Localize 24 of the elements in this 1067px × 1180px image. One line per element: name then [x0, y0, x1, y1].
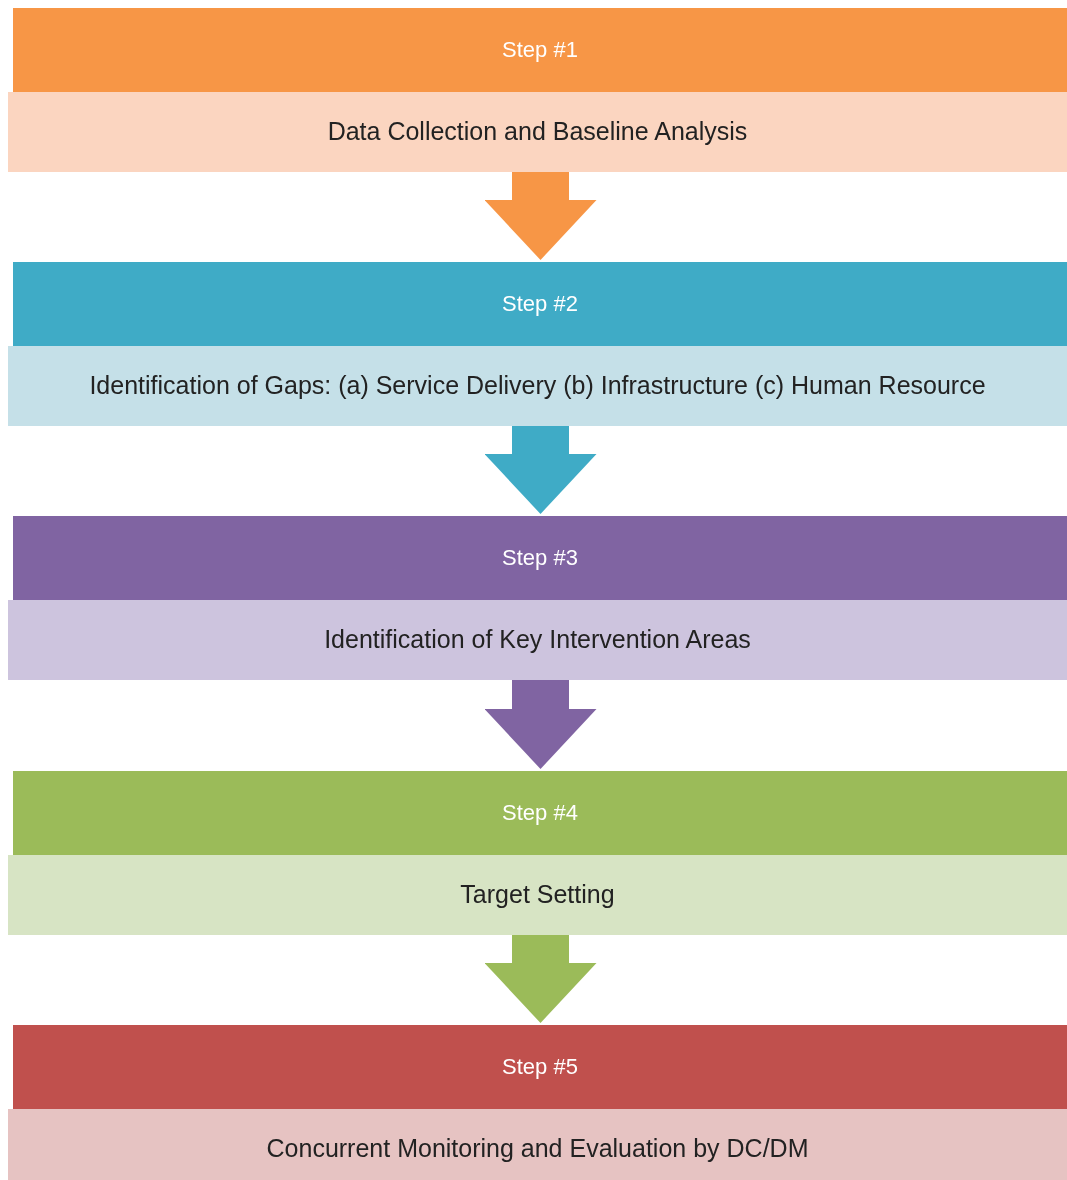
- block-arrow: [484, 172, 597, 260]
- step-header-band: [13, 262, 1067, 346]
- step-header-band: [13, 8, 1067, 92]
- step-number: Step #4: [502, 799, 578, 828]
- step-description: Target Setting: [460, 879, 615, 911]
- block-arrow: [484, 680, 597, 769]
- step-number: Step #3: [502, 544, 578, 573]
- step-description: Identification of Key Intervention Areas: [324, 624, 751, 656]
- block-arrow: [484, 935, 597, 1023]
- block-arrow: [484, 426, 597, 514]
- step-description: Data Collection and Baseline Analysis: [327, 116, 748, 148]
- step-number: Step #5: [502, 1053, 578, 1082]
- step-description: Identification of Gaps: (a) Service Delivery (b) Infrastructure (c) Human Resource: [89, 370, 986, 402]
- step-header-band: [13, 516, 1067, 600]
- step-description-band: [8, 600, 1067, 680]
- step-description-band: [8, 1109, 1067, 1180]
- step-header-band: [13, 1025, 1067, 1109]
- step-number: Step #2: [502, 290, 578, 319]
- step-description-band: [8, 855, 1067, 935]
- step-description-band: [8, 346, 1067, 426]
- step-description-band: [8, 92, 1067, 172]
- step-description: Concurrent Monitoring and Evaluation by DC/DM: [266, 1133, 809, 1165]
- step-header-band: [13, 771, 1067, 855]
- step-number: Step #1: [502, 36, 578, 65]
